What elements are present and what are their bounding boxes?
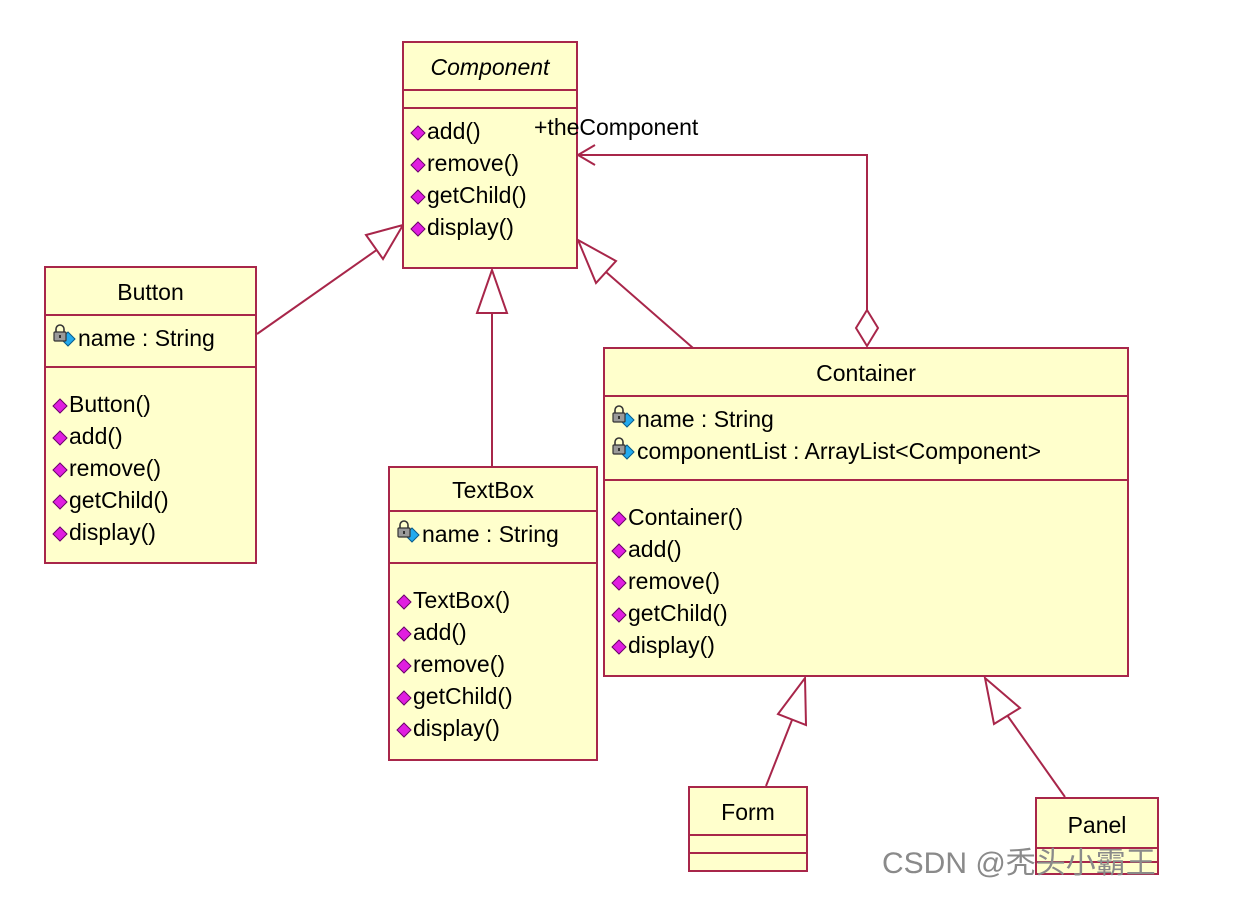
operation-icon [52,486,68,510]
operation-row: remove() [396,648,596,680]
operation-icon [52,518,68,542]
class-container: Container name : String componentList : … [603,347,1129,677]
operation-row: add() [396,616,596,648]
class-name: Button [46,268,255,316]
private-attribute-icon [396,520,422,544]
operation-row: display() [52,516,255,548]
generalization-form-line [765,719,793,787]
attribute-section [690,836,806,854]
operation-icon [410,117,426,141]
operation-icon [410,181,426,205]
attribute-section: name : String [46,316,255,368]
operation-row: display() [396,712,596,744]
class-button: Button name : String Button() add() remo… [44,266,257,564]
generalization-panel-arrowhead [983,675,1022,726]
aggregation-open-arrowhead [576,144,596,166]
generalization-textbox-arrowhead [475,266,509,314]
operation-row: display() [611,629,1127,661]
operation-row: Container() [611,501,1127,533]
operation-icon [611,503,627,527]
operation-icon [611,631,627,655]
private-attribute-icon [611,405,637,429]
generalization-button-arrowhead [364,223,406,261]
operation-icon [410,149,426,173]
operation-icon [396,586,412,610]
attribute-section: name : String componentList : ArrayList<… [605,397,1127,481]
operation-icon [611,599,627,623]
operation-icon [52,422,68,446]
operation-row: remove() [410,147,576,179]
generalization-form-arrowhead [776,675,808,727]
operation-section: add() remove() getChild() display() [404,109,576,247]
operation-row: remove() [52,452,255,484]
operation-icon [396,682,412,706]
operation-row: getChild() [410,179,576,211]
attribute-row: componentList : ArrayList<Component> [611,435,1127,467]
class-name: Form [690,788,806,836]
class-name: Panel [1037,799,1157,849]
operation-icon [52,390,68,414]
operation-row: remove() [611,565,1127,597]
private-attribute-icon [611,437,637,461]
operation-row: add() [410,115,576,147]
operation-icon [611,535,627,559]
operation-row: add() [52,420,255,452]
class-component: Component add() remove() getChild() disp… [402,41,578,269]
class-panel: Panel [1035,797,1159,875]
operation-icon [396,714,412,738]
class-textbox: TextBox name : String TextBox() add() re… [388,466,598,761]
operation-row: getChild() [52,484,255,516]
operation-section: Container() add() remove() getChild() di… [605,481,1127,665]
generalization-container-arrowhead [575,237,618,285]
operation-row: TextBox() [396,584,596,616]
class-form: Form [688,786,808,872]
operation-section: Button() add() remove() getChild() displ… [46,368,255,552]
operation-icon [52,454,68,478]
operation-row: add() [611,533,1127,565]
relationship-lines [256,144,1066,798]
attribute-section: name : String [390,512,596,564]
class-name: Container [605,349,1127,397]
operation-icon [396,618,412,642]
operation-row: getChild() [611,597,1127,629]
attribute-section [1037,849,1157,863]
generalization-button-line [256,241,389,335]
class-name: Component [404,43,576,91]
aggregation-line [578,154,868,310]
operation-icon [410,213,426,237]
private-attribute-icon [52,324,78,348]
attribute-row: name : String [52,322,255,354]
association-role-label: +theComponent [534,114,699,140]
class-name: TextBox [390,468,596,512]
operation-row: getChild() [396,680,596,712]
operation-row: Button() [52,388,255,420]
aggregation-diamond [854,308,880,348]
attribute-section [404,91,576,109]
operation-section: TextBox() add() remove() getChild() disp… [390,564,596,748]
generalization-container-line [605,271,694,349]
generalization-panel-line [1006,714,1066,798]
operation-icon [611,567,627,591]
operation-section [690,854,806,870]
operation-row: display() [410,211,576,243]
operation-icon [396,650,412,674]
attribute-row: name : String [611,403,1127,435]
watermark: CSDN @秃头小霸王 [882,847,1156,880]
attribute-row: name : String [396,518,596,550]
